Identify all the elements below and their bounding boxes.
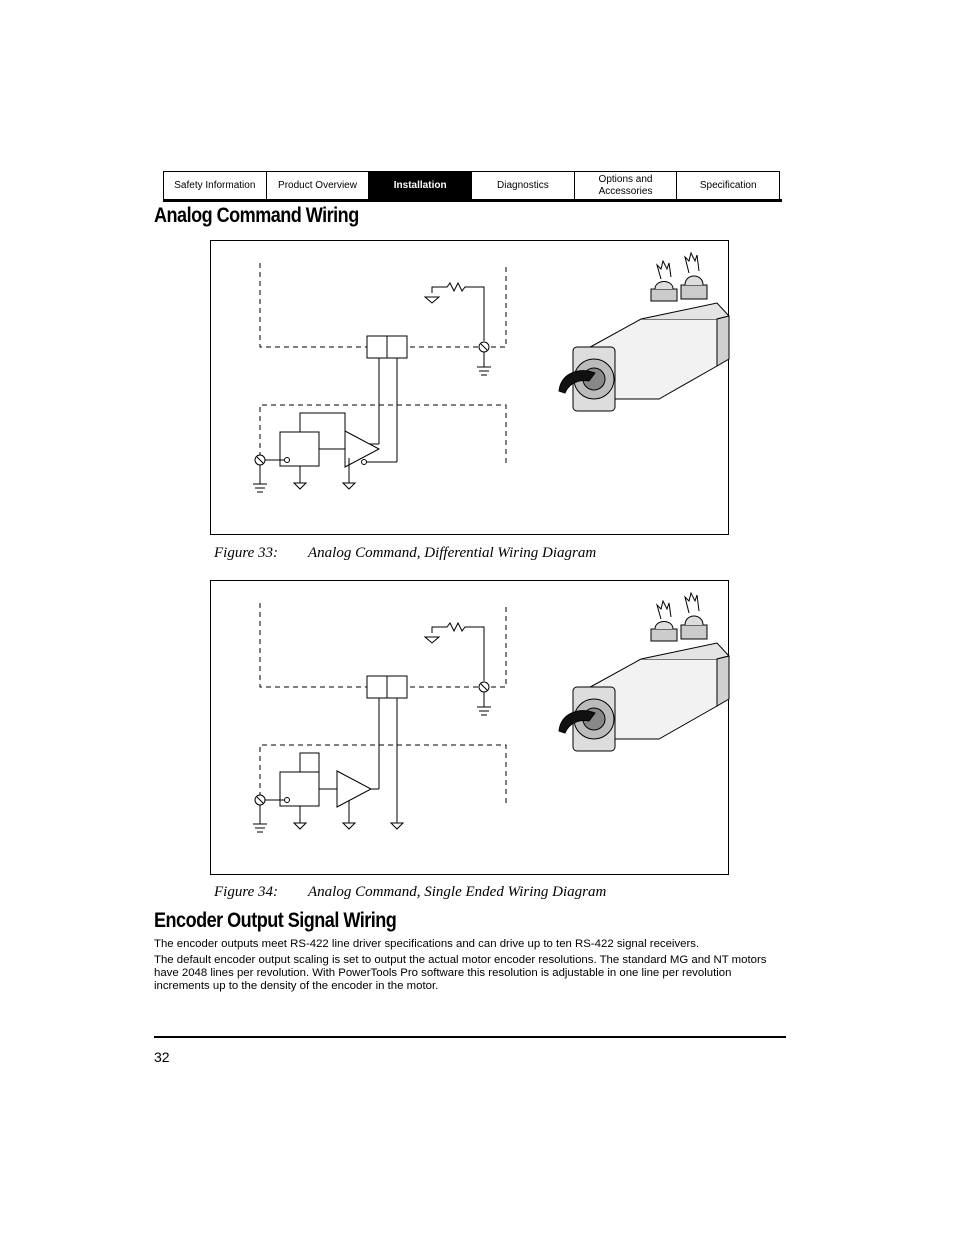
figure-34-title: Analog Command, Single Ended Wiring Diag… xyxy=(308,884,607,900)
figure-33-diagram xyxy=(210,240,730,535)
footer-rule xyxy=(154,1036,786,1038)
nav-underline-rule xyxy=(163,199,782,202)
page-number: 32 xyxy=(154,1049,170,1065)
tab-product-overview[interactable]: Product Overview xyxy=(267,172,370,199)
encoder-paragraph-1: The encoder outputs meet RS-422 line dri… xyxy=(154,938,700,950)
tab-diagnostics[interactable]: Diagnostics xyxy=(472,172,575,199)
figure-33-title: Analog Command, Differential Wiring Diag… xyxy=(308,545,597,561)
differential-wiring-diagram xyxy=(253,251,730,493)
encoder-paragraph-2: The default encoder output scaling is se… xyxy=(154,954,767,992)
tab-options-and-accessories[interactable]: Options and Accessories xyxy=(575,172,678,199)
tab-specification[interactable]: Specification xyxy=(699,179,757,191)
section-nav-tabs: Safety Information Product Overview Inst… xyxy=(163,171,780,200)
figure-34-number: Figure 34: xyxy=(214,884,279,900)
figure-34-caption: Figure 34: Analog Command, Single Ended … xyxy=(214,884,606,901)
figure-33-caption: Figure 33: Analog Command, Differential … xyxy=(214,545,596,562)
tab-safety-information[interactable]: Safety Information xyxy=(164,172,267,199)
figure-33-number: Figure 33: xyxy=(214,545,279,561)
encoder-output-signal-wiring-heading: Encoder Output Signal Wiring xyxy=(154,909,397,932)
figure-34-diagram xyxy=(210,580,730,875)
analog-command-wiring-heading: Analog Command Wiring xyxy=(154,204,359,227)
single-ended-wiring-diagram xyxy=(253,591,730,833)
tab-installation[interactable]: Installation xyxy=(369,172,473,199)
